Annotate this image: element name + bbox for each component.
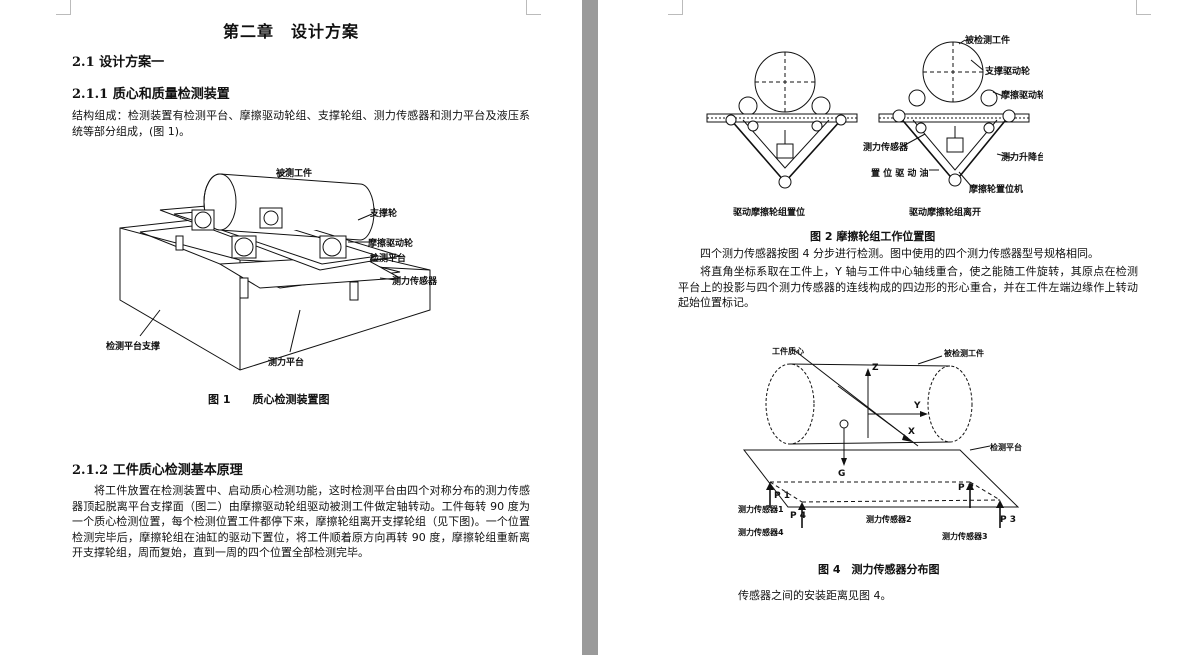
crop-mark (1136, 0, 1151, 15)
fig4-label-s3: 测力传感器3 (942, 531, 988, 541)
paragraph-structure: 结构组成：检测装置有检测平台、摩擦驱动轮组、支撑轮组、测力传感器和测力平台及液压… (72, 109, 530, 138)
fig4-label-g: G (838, 469, 845, 479)
paragraph-install-distance: 传感器之间的安装距离见图 4。 (738, 589, 892, 602)
fig2-label-lift: 测力升降台 (1001, 151, 1043, 163)
page-gutter (582, 0, 598, 655)
fig2-sub-left: 驱动摩擦轮组置位 (733, 206, 805, 218)
fig4-label-platform: 检测平台 (990, 442, 1022, 452)
fig1-label-workpiece: 被测工件 (276, 167, 312, 179)
fig2-caption: 图 2 摩擦轮组工作位置图 (810, 230, 936, 243)
fig4-label-p4: P 4 (790, 511, 806, 521)
fig4-label-center: 工件质心 (772, 346, 804, 356)
fig4-label-p2: P 2 (958, 483, 974, 493)
fig2-label-workpiece: 被检测工件 (965, 34, 1010, 46)
crop-mark (56, 0, 71, 15)
fig4-label-s4: 测力传感器4 (738, 527, 784, 537)
subsection-title-1: 2.1.1 质心和质量检测装置 (72, 87, 230, 102)
figure-1-device-diagram: 被测工件 支撑轮 摩擦驱动轮 检测平台 测力传感器 检测平台支撑 测力平台 (106, 167, 438, 371)
fig4-label-p3: P 3 (1000, 515, 1016, 525)
fig4-label-z: Z (872, 363, 879, 373)
fig1-label-detect-platform: 检测平台 (370, 252, 406, 264)
fig2-label-positioner: 摩擦轮置位机 (969, 183, 1023, 195)
fig2-sub-right: 驱动摩擦轮组离开 (909, 206, 981, 218)
fig4-label-s1: 测力传感器1 (738, 504, 784, 514)
page-right: 被检测工件 支撑驱动轮 摩擦驱动轮 测力传感器 测力升降台 置 位 驱 动 油 … (598, 0, 1182, 655)
fig4-label-y: Y (913, 401, 921, 411)
crop-mark (668, 0, 683, 15)
crop-mark (526, 0, 541, 15)
paragraph-coordinate: 将直角坐标系取在工件上，Y 轴与工件中心轴线重合，使之能随工件旋转，其原点在检测… (678, 265, 1138, 309)
paragraph-sensors: 四个测力传感器按图 4 分步进行检测。图中使用的四个测力传感器型号规格相同。 (700, 247, 1099, 260)
fig2-label-force-sensor: 测力传感器 (863, 141, 909, 153)
fig1-label-force-platform: 测力平台 (268, 356, 304, 368)
fig1-label-friction-wheel: 摩擦驱动轮 (368, 237, 413, 249)
fig1-label-platform-support: 检测平台支撑 (106, 340, 160, 352)
fig2-label-friction-wheel: 摩擦驱动轮 (1001, 89, 1043, 101)
page-left: 第二章 设计方案 2.1 设计方案一 2.1.1 质心和质量检测装置 结构组成：… (0, 0, 582, 655)
fig4-label-p1: P 1 (774, 491, 790, 501)
fig1-caption: 图 1 质心检测装置图 (208, 393, 330, 406)
fig2-label-cylinder: 置 位 驱 动 油 (871, 167, 929, 179)
chapter-title: 第二章 设计方案 (222, 22, 359, 41)
fig4-label-s2: 测力传感器2 (866, 514, 912, 524)
figure-4-sensor-layout: 工件质心 被检测工件 检测平台 Z Y X G P 1 P 4 P 2 P 3 … (738, 346, 1022, 541)
section-title: 2.1 设计方案一 (72, 55, 165, 70)
fig1-label-force-sensor: 测力传感器 (392, 275, 438, 287)
fig4-label-workpiece: 被检测工件 (944, 348, 984, 358)
paragraph-principle: 将工件放置在检测装置中、启动质心检测功能，这时检测平台由四个对称分布的测力传感器… (72, 484, 530, 559)
fig1-label-support-wheel: 支撑轮 (369, 207, 397, 219)
fig4-caption: 图 4 测力传感器分布图 (818, 563, 940, 576)
figure-2-friction-wheel-diagram: 被检测工件 支撑驱动轮 摩擦驱动轮 测力传感器 测力升降台 置 位 驱 动 油 … (706, 34, 1043, 218)
fig2-label-support-wheel: 支撑驱动轮 (984, 65, 1030, 77)
subsection-title-2: 2.1.2 工件质心检测基本原理 (72, 463, 243, 478)
fig4-label-x: X (908, 427, 915, 437)
